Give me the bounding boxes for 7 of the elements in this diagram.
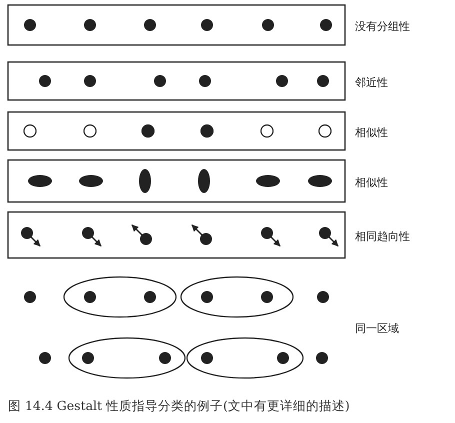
figure-caption: 图 14.4 Gestalt 性质指导分类的例子(文中有更详细的描述) — [8, 398, 350, 415]
row-label: 邻近性 — [355, 75, 388, 90]
row-label: 没有分组性 — [355, 19, 410, 34]
row-label: 同一区域 — [355, 321, 399, 336]
row-label: 相似性 — [355, 125, 388, 140]
row-label: 相同趋向性 — [355, 229, 410, 244]
row-label: 相似性 — [355, 175, 388, 190]
